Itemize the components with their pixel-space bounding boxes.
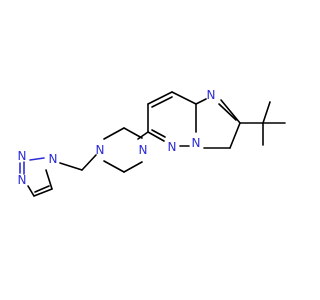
ethyl-linker	[59, 154, 97, 171]
bond	[103, 160, 125, 173]
bond	[218, 103, 237, 121]
piperazine-ring	[103, 127, 149, 173]
bond	[81, 154, 97, 171]
imidazole-ring	[195, 98, 241, 149]
bond	[33, 188, 53, 197]
bond	[151, 96, 173, 108]
molecule-drawing: N N N N N N N N	[18, 88, 286, 197]
atom-label: N	[139, 143, 148, 157]
bond	[45, 169, 53, 190]
atom-label: N	[168, 140, 177, 154]
bond	[262, 101, 271, 124]
pyridazine-ring	[147, 91, 197, 147]
tert-butyl-group	[239, 101, 286, 146]
bond	[29, 157, 45, 161]
bond	[151, 129, 166, 138]
bond	[229, 122, 241, 149]
bond	[123, 161, 143, 173]
triazole-ring	[19, 157, 53, 197]
atom-label: N	[18, 173, 27, 187]
atom-label: N	[96, 143, 105, 157]
atom-label: N	[192, 136, 201, 150]
bond	[171, 91, 197, 105]
bond	[103, 127, 125, 140]
bond	[34, 185, 50, 193]
atom-label: N	[18, 149, 27, 163]
bond	[123, 127, 143, 139]
atom-label: N	[207, 88, 216, 102]
structure-diagram: N N N N N N N N	[18, 88, 286, 197]
bond	[137, 131, 149, 140]
bond	[195, 98, 207, 105]
bond	[220, 99, 241, 124]
bond	[147, 91, 173, 105]
bond	[27, 185, 35, 197]
bond	[59, 162, 83, 171]
bond	[147, 131, 165, 142]
atom-label: N	[49, 152, 58, 166]
